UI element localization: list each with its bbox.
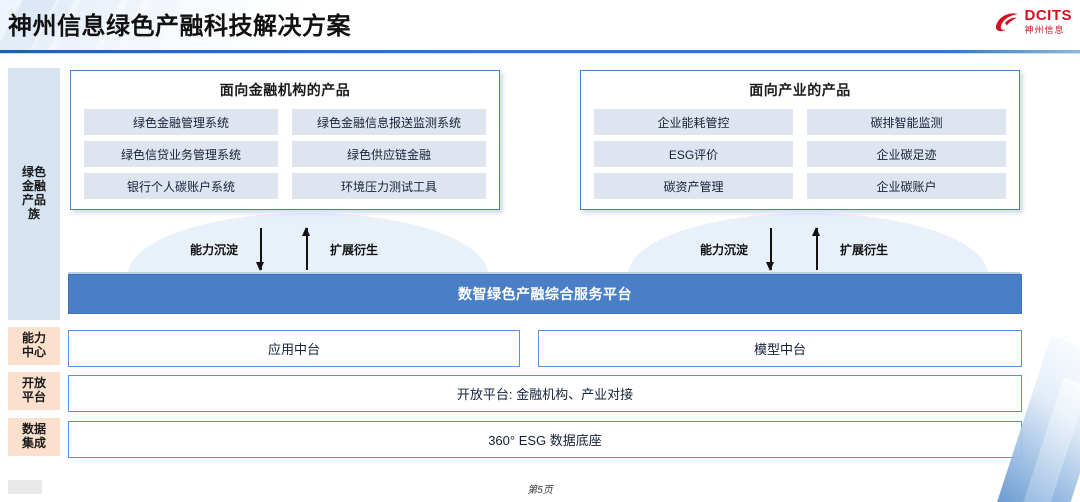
flow-arrows-left: 能力沉淀 扩展衍生 (190, 227, 379, 271)
logo-text-block: DCITS 神州信息 (1025, 8, 1073, 35)
sidebar-item-green-finance-family[interactable]: 绿色 金融 产品 族 (8, 68, 60, 320)
flow-label-expansion-derivation: 扩展衍生 (840, 242, 889, 257)
slide-header (0, 0, 1080, 52)
brand-logo: DCITS 神州信息 (994, 8, 1073, 35)
sidebar-label-text: 能力 中心 (21, 331, 46, 359)
product-chip[interactable]: 碳资产管理 (594, 173, 793, 199)
product-chip[interactable]: 碳排智能监测 (807, 109, 1006, 135)
bottom-left-marker (8, 480, 42, 494)
panel-financial-products: 面向金融机构的产品 绿色金融管理系统 绿色金融信息报送监测系统 绿色信贷业务管理… (70, 70, 500, 210)
product-chip[interactable]: 企业能耗管控 (594, 109, 793, 135)
product-chip-grid: 绿色金融管理系统 绿色金融信息报送监测系统 绿色信贷业务管理系统 绿色供应链金融… (84, 109, 486, 199)
box-app-center[interactable]: 应用中台 (68, 330, 520, 367)
arrow-down-icon (764, 228, 778, 271)
panel-title: 面向产业的产品 (749, 82, 851, 98)
platform-bar[interactable]: 数智绿色产融综合服务平台 (68, 274, 1022, 314)
header-divider-soft (0, 53, 1080, 54)
box-model-center[interactable]: 模型中台 (538, 330, 1022, 367)
flow-label-capability-precipitation: 能力沉淀 (190, 242, 239, 257)
sidebar-item-open-platform[interactable]: 开放 平台 (8, 372, 60, 410)
box-open-platform[interactable]: 开放平台: 金融机构、产业对接 (68, 375, 1022, 412)
platform-bar-accent (68, 272, 1020, 274)
page-title: 神州信息绿色产融科技解决方案 (8, 13, 351, 40)
logo-chinese: 神州信息 (1024, 25, 1065, 35)
logo-english: DCITS (1024, 7, 1072, 24)
product-chip[interactable]: 绿色供应链金融 (292, 141, 486, 167)
product-chip[interactable]: 绿色金融管理系统 (84, 109, 278, 135)
product-chip[interactable]: 企业碳足迹 (807, 141, 1006, 167)
arrow-up-icon (300, 227, 314, 270)
box-data-base[interactable]: 360° ESG 数据底座 (68, 421, 1022, 458)
product-chip[interactable]: 绿色信贷业务管理系统 (84, 141, 278, 167)
header-wash (0, 0, 420, 52)
sidebar-item-ability-center[interactable]: 能力 中心 (8, 327, 60, 365)
product-chip[interactable]: 绿色金融信息报送监测系统 (292, 109, 486, 135)
flow-label-expansion-derivation: 扩展衍生 (330, 242, 379, 257)
sidebar-label-text: 数据 集成 (21, 422, 46, 450)
flow-label-capability-precipitation: 能力沉淀 (700, 242, 749, 257)
sidebar-item-data-integration[interactable]: 数据 集成 (8, 418, 60, 456)
flow-arrows-right: 能力沉淀 扩展衍生 (700, 227, 889, 271)
product-chip-grid: 企业能耗管控 碳排智能监测 ESG评价 企业碳足迹 碳资产管理 企业碳账户 (594, 109, 1006, 199)
footer-page-number: 第5页 (527, 485, 553, 496)
product-chip[interactable]: 银行个人碳账户系统 (84, 173, 278, 199)
arrow-down-icon (254, 228, 268, 271)
sidebar-label-text: 开放 平台 (21, 376, 46, 404)
header-divider (0, 50, 1080, 53)
product-chip[interactable]: 企业碳账户 (807, 173, 1006, 199)
panel-title: 面向金融机构的产品 (219, 82, 351, 98)
product-chip[interactable]: 环境压力测试工具 (292, 173, 486, 199)
panel-industry-products: 面向产业的产品 企业能耗管控 碳排智能监测 ESG评价 企业碳足迹 碳资产管理 … (580, 70, 1020, 210)
swoosh-icon (995, 12, 1018, 31)
product-chip[interactable]: ESG评价 (594, 141, 793, 167)
arrow-up-icon (810, 227, 824, 270)
sidebar-label-text: 绿色 金融 产品 族 (21, 165, 46, 221)
